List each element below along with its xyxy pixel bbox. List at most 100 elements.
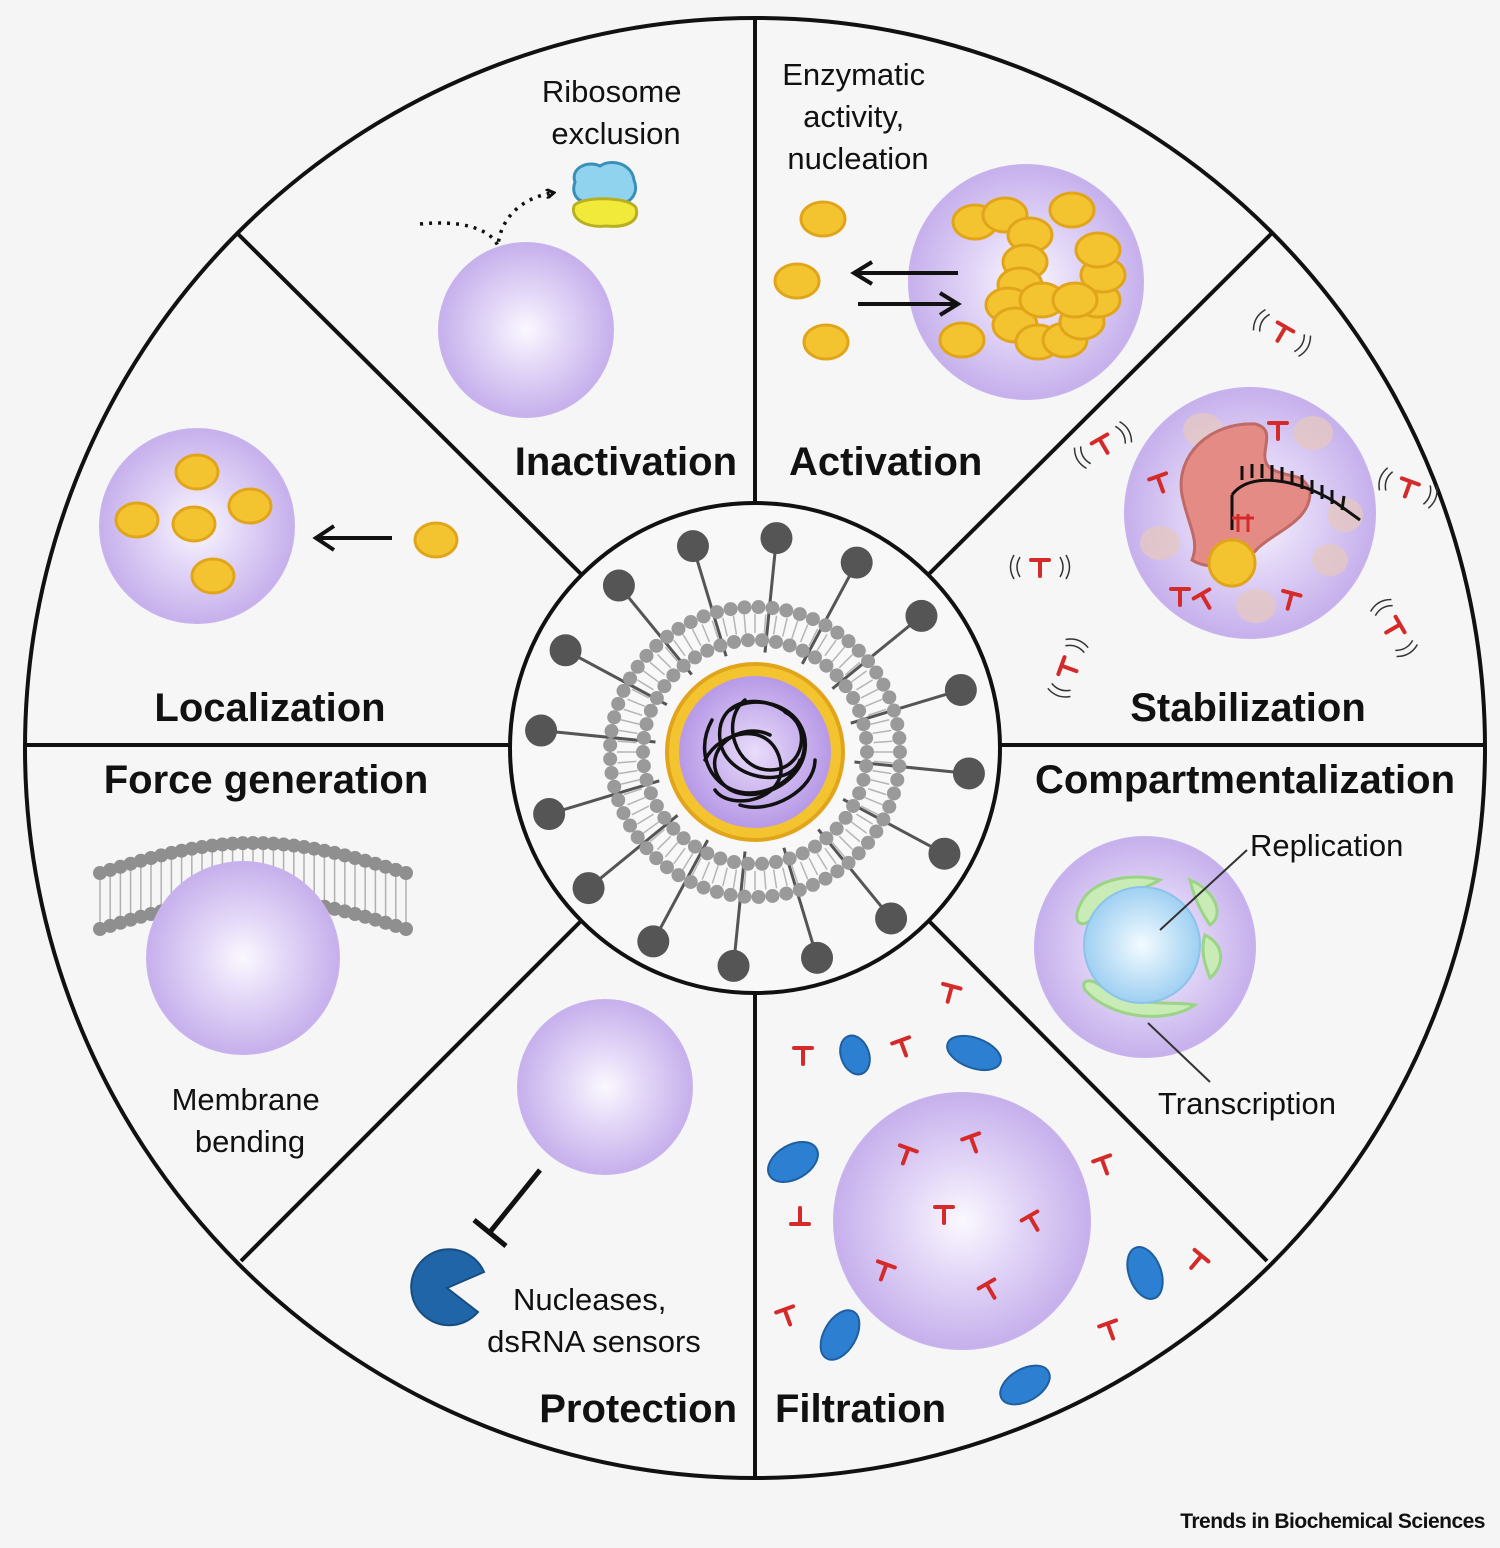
inhibitor-icon (875, 1259, 897, 1282)
lipid-head (649, 798, 664, 813)
lipid-head (886, 703, 901, 718)
lipid-tail (691, 857, 702, 876)
lipid-head (859, 730, 874, 745)
lipid-head (740, 856, 755, 871)
lipid-head (616, 683, 631, 698)
lipid-tail (870, 779, 890, 785)
spike-head-icon (533, 798, 566, 831)
lipid-tail (838, 653, 854, 669)
lipid-head (700, 643, 715, 658)
client-protein (802, 323, 850, 361)
lipid-head (683, 874, 698, 889)
lipid-tail (845, 661, 861, 676)
lipid-head (890, 717, 905, 732)
lipid-head (830, 864, 845, 879)
spike-head-icon (944, 673, 977, 706)
lipid-head (286, 838, 301, 853)
title-force-generation: Force generation (104, 758, 429, 802)
lipid-head (235, 836, 250, 851)
inhibitor-icon (1369, 598, 1419, 658)
lipid-tail (782, 867, 788, 887)
lipid-tail (636, 679, 654, 691)
lipid-tail (850, 821, 868, 834)
center-virus (508, 501, 1002, 995)
lipid-tail (864, 796, 883, 806)
lipid-head (623, 671, 638, 686)
segment-protection: Nucleases, dsRNA sensors Protection (410, 999, 737, 1431)
lipid-head (676, 658, 691, 673)
lipid-head (861, 835, 876, 850)
lipid-head (639, 717, 654, 732)
lipid-head (696, 880, 711, 895)
lipid-tail (867, 788, 887, 796)
lipid-head (643, 786, 658, 801)
spike-stalk (854, 760, 970, 775)
lipid-tail (824, 847, 837, 865)
lipid-tail (831, 646, 846, 662)
lipid-head (859, 759, 874, 774)
client-protein (114, 501, 160, 539)
spike-head-icon (905, 599, 938, 632)
spike-stalk (732, 851, 747, 967)
client-protein (1074, 231, 1122, 269)
lipid-tail (673, 639, 686, 657)
lipid-tail (816, 633, 828, 651)
lipid-tail (649, 661, 665, 676)
lipid-head (657, 679, 672, 694)
lipid-head (818, 871, 833, 886)
virus-spikes (525, 522, 985, 982)
lipid-tail (649, 828, 665, 843)
lipid-tail (860, 688, 879, 699)
inhibitor-icon (1191, 587, 1212, 610)
lipid-head (671, 621, 686, 636)
client-protein (773, 262, 821, 300)
lipid-head (657, 810, 672, 825)
lipid-head (713, 851, 728, 866)
lipid-tail (691, 628, 702, 647)
lipid-tail (856, 679, 874, 691)
title-localization: Localization (154, 686, 385, 730)
lipid-head (399, 866, 413, 880)
lipid-head (846, 691, 861, 706)
lipid-head (636, 730, 651, 745)
lipid-tail (873, 760, 893, 764)
lipid-head (782, 638, 797, 653)
lipid-head (256, 836, 271, 851)
lipid-head (805, 877, 820, 892)
lipid-head (630, 830, 645, 845)
spike-stalk (691, 545, 728, 657)
condensate-droplet (833, 1092, 1091, 1350)
protein-icon (819, 1309, 861, 1361)
inhibition-arrow (472, 1168, 542, 1248)
inhibitor-icon (1009, 554, 1071, 580)
lipid-head (607, 710, 622, 725)
lipid-head (611, 793, 626, 808)
lipid-head (636, 745, 650, 759)
lipid-tail (872, 769, 892, 775)
ribosome-icon (571, 161, 639, 228)
spike-head-icon (676, 530, 709, 563)
inhibitor-icon (941, 981, 963, 1004)
title-compartmentalization: Compartmentalization (1035, 758, 1455, 802)
lipid-tail (791, 864, 799, 884)
inhibitor-icon (1019, 1209, 1040, 1232)
lipid-tail (642, 670, 660, 683)
spike-head-icon (717, 949, 750, 982)
lipid-tail (664, 646, 679, 662)
lipid-tail (623, 788, 643, 796)
lipid-tail (743, 614, 747, 634)
title-protection: Protection (539, 1387, 737, 1431)
lipid-tail (782, 617, 788, 637)
lipid-head (639, 772, 654, 787)
lipid-head (792, 607, 807, 622)
spike-stalk (564, 648, 668, 707)
lipid-head (808, 650, 823, 665)
spike-stalk (540, 729, 656, 744)
enzymatic-activity-label: Enzymatic activity, nucleation (782, 57, 934, 176)
condensate-droplet (517, 999, 693, 1175)
lipid-head (860, 745, 874, 759)
segment-stabilization: Stabilization (1009, 308, 1438, 730)
spike-stalk (651, 839, 710, 943)
lipid-head (869, 824, 884, 839)
spike-stalk (842, 797, 946, 856)
